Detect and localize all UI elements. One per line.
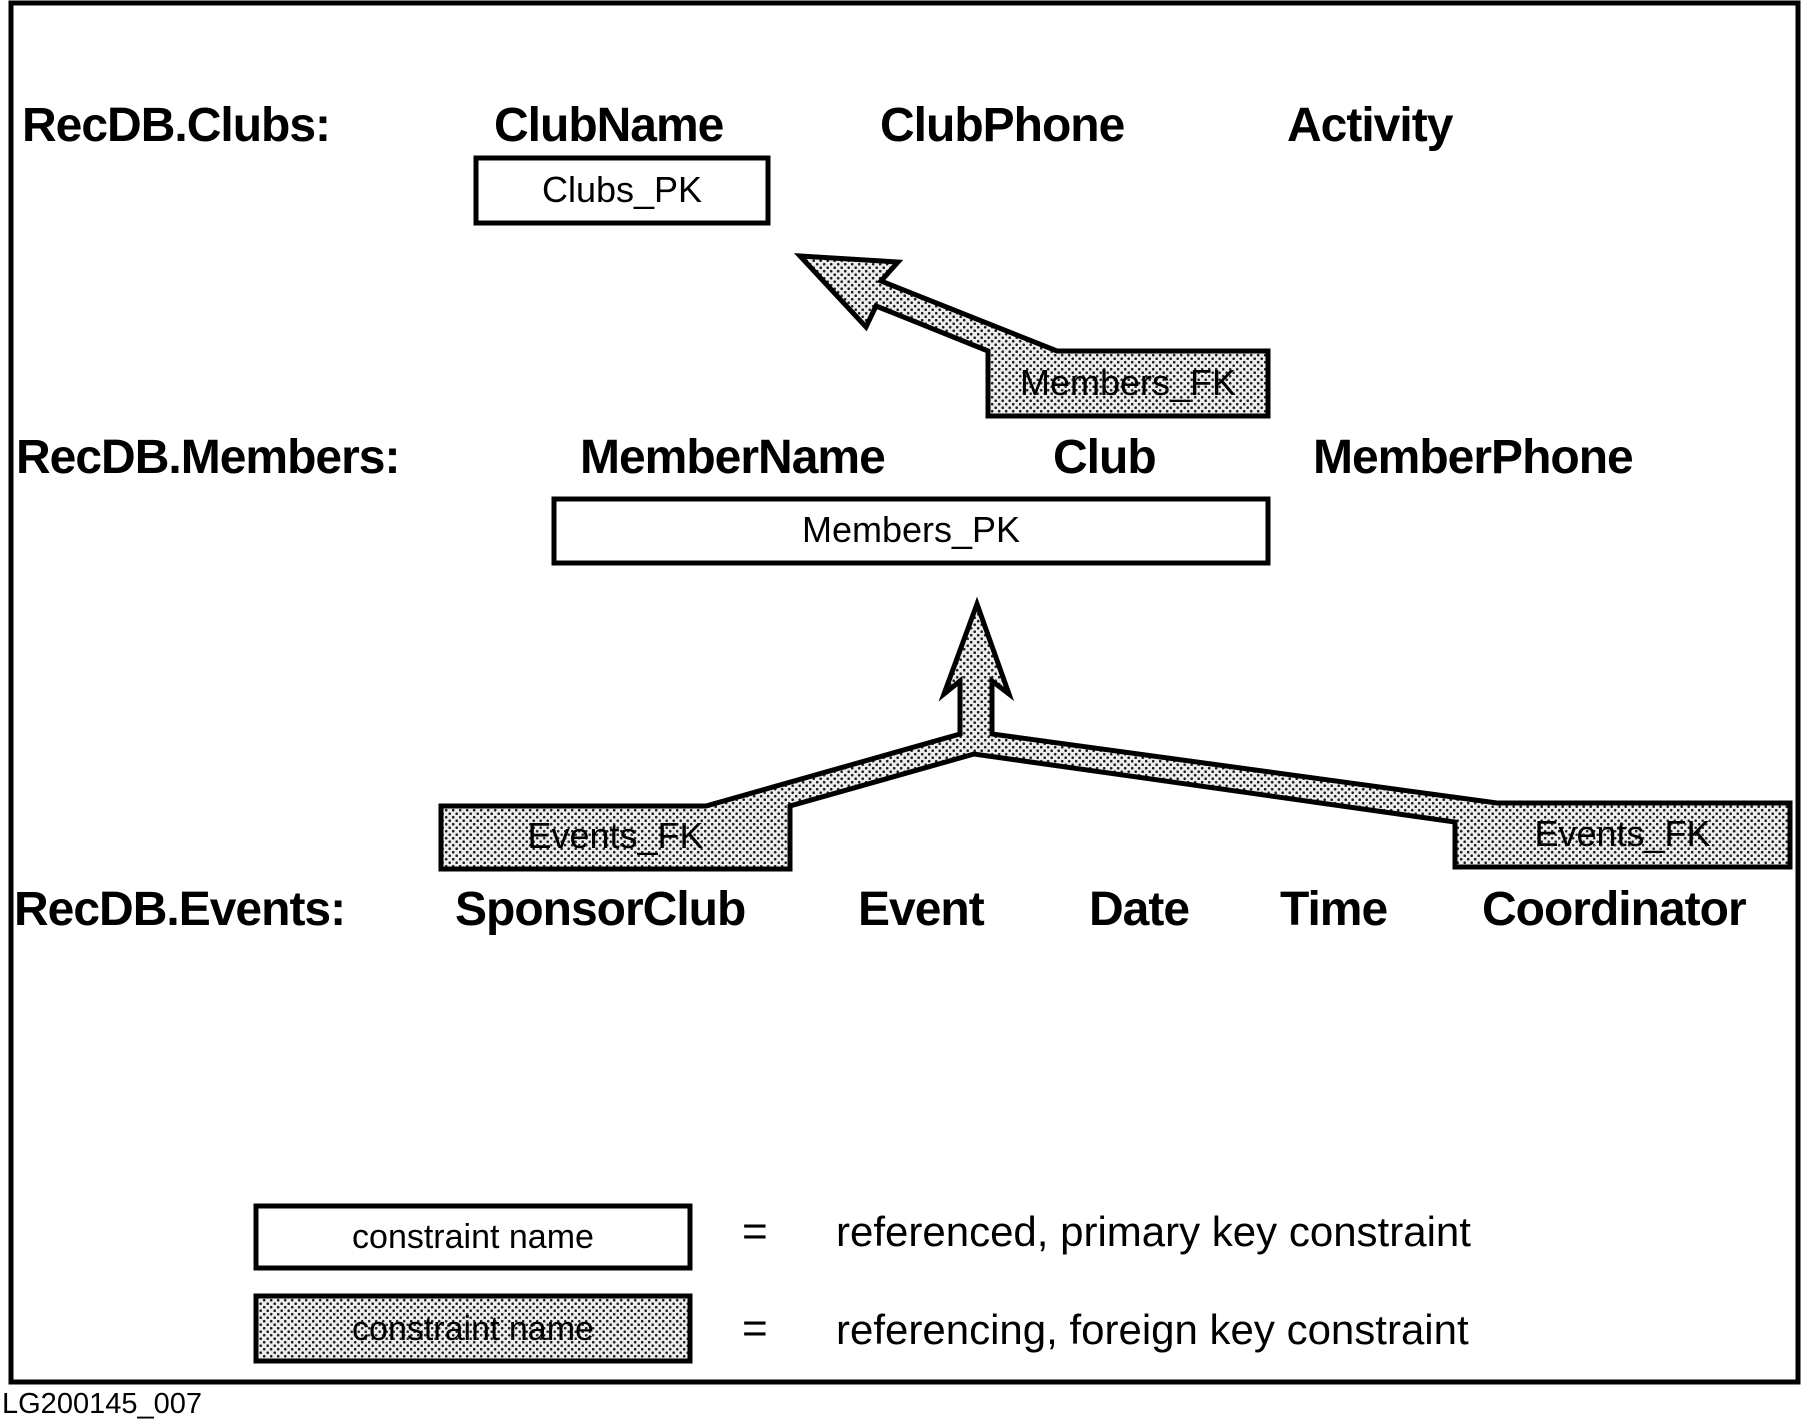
table-name-events: RecDB.Events: [14, 883, 346, 936]
legend-fk-meaning: referencing, foreign key constraint [836, 1306, 1469, 1353]
column-clubphone: ClubPhone [880, 99, 1125, 152]
legend-fk-sample-label: constraint name [352, 1310, 594, 1348]
figure-code: LG200145_007 [2, 1388, 202, 1420]
column-club: Club [1053, 431, 1157, 484]
events-fk-right-label: Events_FK [1534, 813, 1711, 854]
column-clubname: ClubName [494, 99, 724, 152]
column-sponsorclub: SponsorClub [455, 883, 746, 936]
events-fk-arrow [438, 596, 1793, 872]
column-date: Date [1089, 883, 1190, 936]
members-fk-arrow [793, 253, 1271, 419]
legend-fk-sample-box [253, 1293, 693, 1364]
figure-border [8, 0, 1801, 1385]
members-pk-label: Members_PK [801, 509, 1021, 550]
legend-pk-meaning: referenced, primary key constraint [836, 1208, 1471, 1255]
column-coordinator: Coordinator [1482, 883, 1747, 936]
members-pk-box [551, 496, 1271, 566]
events-fk-left-label: Events_FK [527, 815, 704, 856]
column-time: Time [1280, 883, 1388, 936]
legend-pk-equals: = [742, 1207, 768, 1256]
clubs-pk-box [473, 155, 771, 226]
table-name-clubs: RecDB.Clubs: [22, 99, 331, 152]
column-activity: Activity [1287, 99, 1453, 152]
members-fk-label: Members_FK [1019, 362, 1237, 403]
legend-pk-sample-box [253, 1203, 693, 1271]
legend-fk-equals: = [742, 1304, 768, 1353]
column-membername: MemberName [580, 431, 886, 484]
column-event: Event [858, 883, 985, 936]
column-memberphone: MemberPhone [1313, 431, 1634, 484]
legend-pk-sample-label: constraint name [352, 1218, 594, 1256]
table-name-members: RecDB.Members: [16, 431, 400, 484]
clubs-pk-label: Clubs_PK [541, 169, 703, 210]
